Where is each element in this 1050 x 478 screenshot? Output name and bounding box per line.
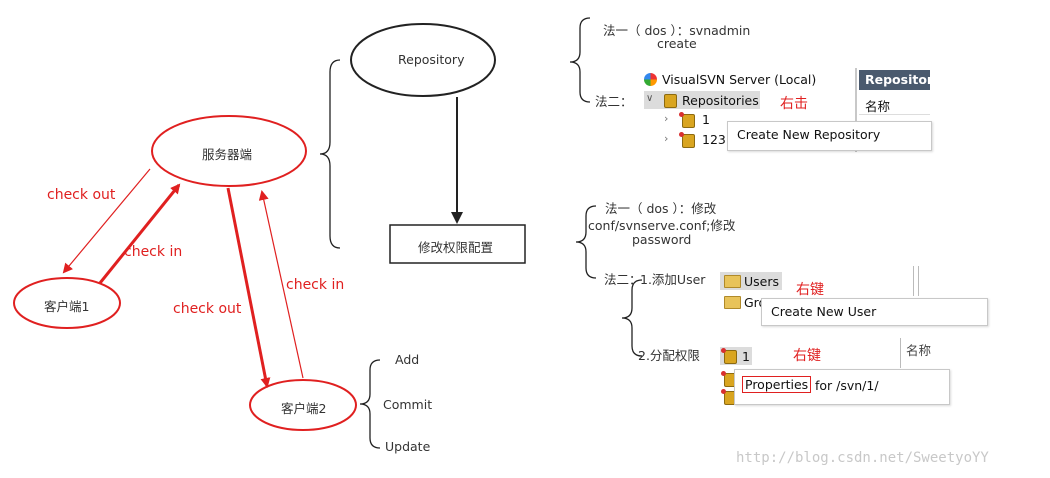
client-op-update: Update [385,439,431,454]
repo-method1-line2: create [657,36,697,51]
users-row[interactable]: Users [720,272,782,290]
create-new-user-item[interactable]: Create New User [771,304,877,319]
client1-label: 客户端1 [44,299,90,314]
brace-perm-steps [621,279,643,357]
brace-client-ops [359,359,381,449]
perm-method2-prefix: 法二： [604,272,642,287]
tree-item-1-label: 1 [702,112,710,127]
server-label: 服务器端 [202,147,253,162]
repo-db-icon [679,112,695,128]
repo-method1-line1: 法一（ dos ）：svnadmin [603,23,751,38]
repo-db-icon [679,132,695,148]
create-repository-menu: Create New Repository [727,121,932,151]
panel-divider [855,68,857,152]
brace-repo-methods [569,17,591,103]
repo-method2-label: 法二： [595,94,633,109]
tree-root-label: VisualSVN Server (Local) [662,72,817,87]
properties-label: Properties [745,377,809,392]
client2-label: 客户端2 [281,401,327,416]
groups-label: Gro [744,295,767,310]
perm-method1-line3: password [632,232,692,247]
properties-menu: Properties for /svn/1/ [734,369,950,405]
brace-server-right [319,59,341,249]
repo-db-icon [721,348,737,364]
permission-config-label: 修改权限配置 [418,240,494,255]
repository-label: Repository [398,52,465,67]
perm-item-1-row[interactable]: 1 [720,347,752,365]
visualsvn-logo-icon [644,73,657,86]
checkin-label-1: check in [124,244,183,260]
panel-column-label: 名称 [865,99,891,114]
client1-node [13,277,121,329]
chevron-right-icon: › [664,112,669,125]
groups-row[interactable]: Gro [720,293,782,311]
tree-repositories-row[interactable]: ∨ Repositories [644,91,760,109]
repo-db-icon [721,389,737,405]
properties-path-label: for /svn/1/ [811,378,879,393]
checkin-arrow-2 [258,190,304,379]
user-annotation-right-key: 右键 [796,282,824,298]
perm-item-1-label: 1 [742,349,750,364]
properties-highlight-box[interactable]: Properties [742,376,812,393]
checkin-arrow-1 [98,183,181,284]
perm-side-label: 名称 [906,343,932,358]
watermark: http://blog.csdn.net/SweetyoYY [736,450,989,466]
tree-item-2-label: 123 [702,132,726,147]
folder-icon [724,296,741,309]
checkout-arrow-2 [226,187,271,388]
chevron-right-icon: › [664,132,669,145]
perm-annotation-right-key: 右键 [793,348,821,364]
checkin-label-2: check in [286,277,345,293]
perm-method1-line1: 法一（ dos ）：修改 [605,201,717,216]
server-node [151,115,307,187]
checkout-label-2: check out [173,301,242,317]
client-op-commit: Commit [383,397,433,412]
create-user-menu: Create New User [761,298,988,326]
brace-perm-methods [575,205,597,279]
perm-step2: 2.分配权限 [638,348,700,363]
chevron-down-icon: ∨ [646,93,654,104]
repository-node [350,23,496,97]
permission-config-node [389,224,526,264]
tree-repositories-label: Repositories [682,93,759,108]
checkout-label-1: check out [47,187,116,203]
panel-header-label: Repositori [865,72,930,87]
perm-panel-divider [900,338,901,368]
folder-icon [724,275,741,288]
perm-step1: 1.添加User [640,272,706,287]
users-label: Users [744,274,780,289]
create-new-repository-item[interactable]: Create New Repository [737,127,881,142]
panel-header: Repositori [859,70,930,90]
repo-annotation-right-click: 右击 [780,96,808,112]
client2-node [249,379,357,431]
checkout-arrow-1 [62,168,151,274]
client-op-add: Add [395,352,420,367]
panel-column-header[interactable]: 名称 [859,94,930,115]
perm-method1-line2: conf/svnserve.conf;修改 [588,218,736,233]
repository-db-icon [664,94,677,108]
users-panel-divider [913,266,919,296]
